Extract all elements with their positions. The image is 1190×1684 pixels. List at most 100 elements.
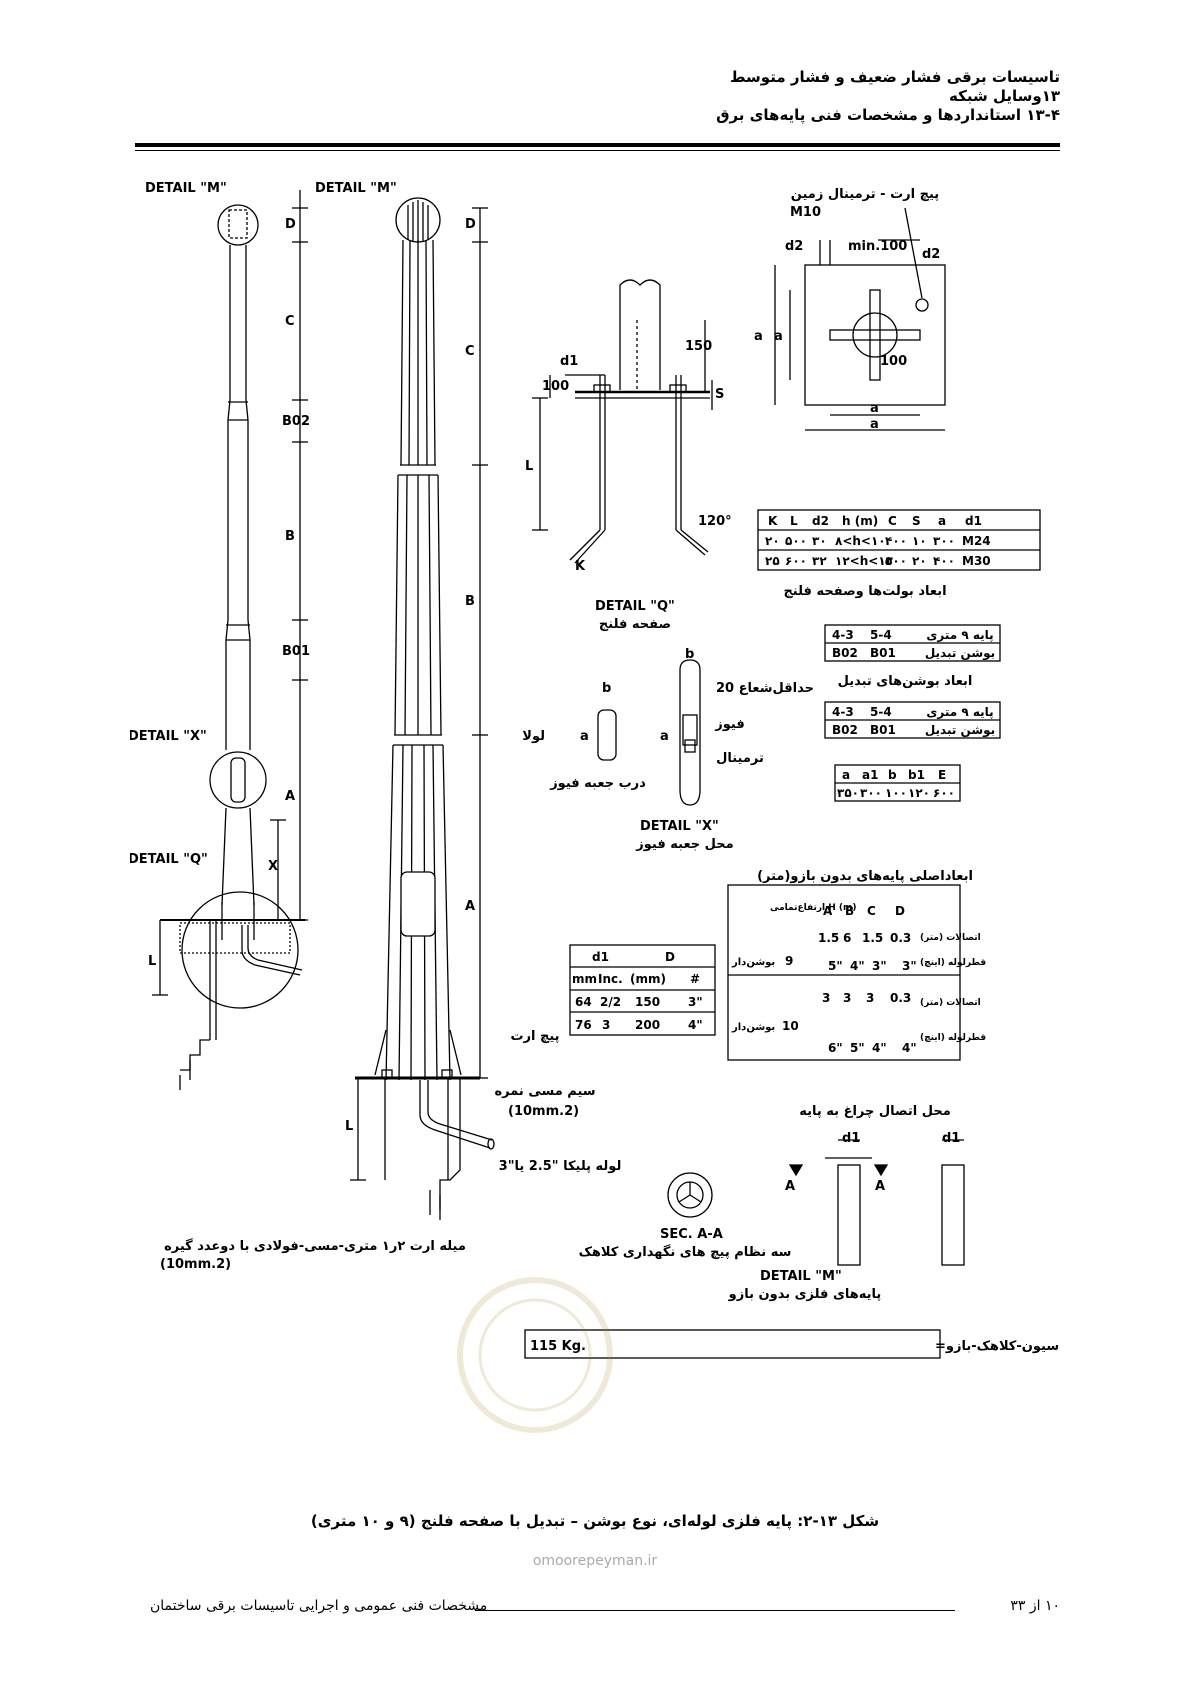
- bushing-table-2: 4-3 5-4 پایه ۹ متری B02 B01 بوشن تبدیل: [832, 705, 995, 738]
- angle-120-label: 120°: [698, 514, 732, 529]
- b-label-fuse: b: [685, 647, 694, 662]
- sec-aa-title: SEC. A-A: [660, 1227, 723, 1242]
- header-line-3: ۱۳-۴ استانداردها و مشخصات فنی پایه‌های ب…: [716, 106, 1060, 124]
- pipe-r1-mm: 64: [575, 995, 592, 1009]
- section-a-left: A: [785, 1179, 795, 1194]
- a-label-door: a: [580, 729, 589, 744]
- dim-b-center: B: [465, 594, 475, 609]
- door-h-e: E: [938, 768, 946, 782]
- center-dimension-chain: [350, 207, 488, 1181]
- bolt-r1-k: ۲۰: [765, 534, 780, 548]
- dim-r2-ib: 5": [850, 1041, 865, 1055]
- pipe-r2-d: 200: [635, 1018, 660, 1032]
- bolt-h-h: h (m): [842, 514, 878, 528]
- a-label-vert-2: a: [774, 329, 783, 344]
- dim-a-left: A: [285, 789, 295, 804]
- pipe-h-d1: d1: [592, 950, 609, 964]
- left-dimension-chain: [152, 190, 308, 996]
- bolt-r2-d1: M30: [962, 554, 991, 568]
- bolt-r2-l: ۶۰۰: [785, 554, 807, 568]
- detail-x-fuse: [597, 659, 701, 806]
- earth-rod-size: (10mm.2): [160, 1257, 231, 1272]
- dim-r2-id: 4": [902, 1041, 917, 1055]
- s-label: S: [715, 387, 724, 402]
- dim-l-center: L: [345, 1119, 353, 1134]
- door-h-a: a: [842, 768, 850, 782]
- bush2-r2-c3: بوشن تبدیل: [925, 723, 995, 738]
- door-h-b1: b1: [908, 768, 925, 782]
- pole-technical-drawing: DETAIL "M" DETAIL "M" DETAIL "X" DETAIL …: [130, 181, 1060, 1433]
- terminal-label: ترمینال: [716, 751, 764, 766]
- bolt-r2-k: ۲۵: [765, 554, 780, 568]
- pipe-r1-n: 3": [688, 995, 703, 1009]
- dim-c-left: C: [285, 314, 295, 329]
- fuse-label: فیوز: [714, 717, 744, 732]
- dim-col-a: A: [823, 904, 833, 918]
- weight-value: 115 Kg.: [530, 1339, 586, 1354]
- a-label-vert-1: a: [754, 329, 763, 344]
- copper-wire-label: سیم مسی نمره: [494, 1084, 595, 1099]
- bush2-r1-c3: پایه ۹ متری: [926, 705, 993, 719]
- bolt-h-d1: d1: [965, 514, 982, 528]
- table-frames: [524, 509, 1041, 1359]
- dim-r2-ia: 6": [828, 1041, 843, 1055]
- header-rule-thin: [135, 150, 1060, 151]
- main-dims-title: ابعاداصلی پایه‌های بدون بازو(متر): [757, 869, 973, 884]
- dim-r2-h: 10: [782, 1019, 799, 1033]
- bolt-r1-d2: ۳۰: [812, 534, 827, 548]
- dim-col-d: D: [895, 904, 905, 918]
- dim-r1-type: بوشن‌دار: [731, 957, 775, 968]
- footer-page-number: ۱۰ از ۳۳: [1010, 1598, 1060, 1614]
- dim-c-center: C: [465, 344, 475, 359]
- pipe-table: d1 D mm Inc. (mm) # 64 2/2 150 3" 76 3 2…: [572, 950, 703, 1032]
- lamp-connection-label: محل اتصال چراغ به پایه: [799, 1104, 951, 1119]
- bolt-r1-c: ۴۰۰: [885, 534, 907, 548]
- pipe-s-inc: Inc.: [598, 972, 623, 986]
- dim-a-center: A: [465, 899, 475, 914]
- detail-m-label-1: DETAIL "M": [145, 181, 227, 196]
- d1-lamp-right: d1: [942, 1131, 960, 1146]
- k-label: K: [575, 559, 586, 574]
- bolt-r2-h: ۱۲<h<۱۲: [835, 554, 894, 568]
- bolt-r2-d2: ۳۲: [812, 554, 827, 568]
- bushing-table-caption: ابعاد بوشن‌های تبدیل: [838, 674, 973, 689]
- dim-b01-left: B01: [282, 644, 310, 659]
- center-pole: [355, 197, 495, 1220]
- pipe-r2-n: 4": [688, 1018, 703, 1032]
- dim-r1-id: 3": [902, 959, 917, 973]
- dim-col-height: ارتفاع‌تمامی H (m): [770, 903, 857, 913]
- earth-rod-label: میله ارت ۲ر۱ متری-مسی-فولادی با دوعدد گی…: [164, 1238, 466, 1254]
- l-label-flange: L: [525, 459, 533, 474]
- header-line-2: ۱۳وسایل شبکه: [949, 87, 1060, 105]
- dim-r2-b: 3: [843, 991, 851, 1005]
- bolt-h-d2: d2: [812, 514, 829, 528]
- dim-r2-conn-m: اتصالات (متر): [920, 998, 981, 1008]
- bolt-h-l: L: [790, 514, 798, 528]
- pipe-r2-mm: 76: [575, 1018, 592, 1032]
- dim-d-center: D: [465, 217, 476, 232]
- pipe-h-d: D: [665, 950, 675, 964]
- n100-plan: 100: [880, 354, 907, 369]
- b-label-door: b: [602, 681, 611, 696]
- dim-d-left: D: [285, 217, 296, 232]
- detail-x-left-label: DETAIL "X": [130, 729, 207, 744]
- detail-m-bottom-subtitle: پایه‌های فلزی بدون بازو: [728, 1287, 882, 1302]
- dim-r2-c: 3: [866, 991, 874, 1005]
- door-v-a1: ۳۰۰: [860, 786, 882, 800]
- dim-r1-ib: 4": [850, 959, 865, 973]
- dim-r2-conn-in: قطرلوله (اینچ): [920, 1033, 986, 1043]
- dim-r1-h: 9: [785, 954, 793, 968]
- bush2-r2-c1: B02: [832, 723, 858, 737]
- dim-r1-d: 0.3: [890, 931, 911, 945]
- pipe-s-mm: mm: [572, 972, 597, 986]
- a-label-horiz-1: a: [870, 401, 879, 416]
- n100-label: 100: [542, 379, 569, 394]
- door-h-b: b: [888, 768, 897, 782]
- bush1-r2-c2: B01: [870, 646, 896, 660]
- bush2-r2-c2: B01: [870, 723, 896, 737]
- pipe-r2-inc: 3: [602, 1018, 610, 1032]
- copper-wire-size: (10mm.2): [508, 1104, 579, 1119]
- dim-r1-ic: 3": [872, 959, 887, 973]
- header-rule-thick: [135, 143, 1060, 147]
- d2-label-right: d2: [922, 247, 940, 262]
